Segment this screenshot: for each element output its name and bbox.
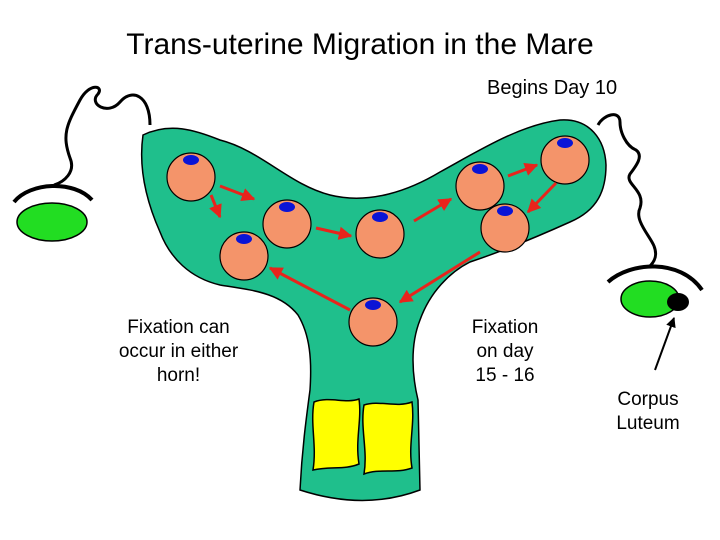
migration-arrow-1 <box>219 184 256 201</box>
migration-arrow-2 <box>209 194 222 219</box>
migration-arrow-4 <box>413 197 453 223</box>
note-middle-line-2: on day <box>476 341 534 362</box>
note-middle-line-1: Fixation <box>471 317 539 338</box>
migration-arrow-5 <box>507 162 539 178</box>
embryo-7 <box>480 203 530 253</box>
right-infundibulum <box>606 264 704 292</box>
note-left: Fixation can occur in either horn! <box>86 316 271 388</box>
right-oviduct <box>596 113 658 268</box>
note-middle: Fixation on day 15 - 16 <box>450 316 560 388</box>
diagram-title: Trans-uterine Migration in the Mare <box>126 28 594 61</box>
note-left-line-2: occur in either <box>118 341 239 362</box>
note-left-line-3: horn! <box>156 365 201 386</box>
migration-arrow-6 <box>526 181 558 214</box>
note-right: Corpus Luteum <box>598 388 698 436</box>
embryo-3 <box>262 199 312 249</box>
left-infundibulum <box>12 184 94 204</box>
left-ovary <box>16 202 88 242</box>
note-right-line-1: Corpus <box>617 389 679 410</box>
cervix-left <box>311 397 361 471</box>
embryo-5 <box>455 161 505 211</box>
diagram-subtitle: Begins Day 10 <box>487 77 618 99</box>
embryo-1 <box>166 152 216 202</box>
embryo-6 <box>540 135 590 185</box>
migration-arrow-3 <box>315 226 353 240</box>
embryo-2 <box>219 231 269 281</box>
migration-arrow-8 <box>268 266 351 312</box>
corpus-luteum-pointer <box>654 317 676 371</box>
migration-arrow-7 <box>398 250 481 304</box>
corpus-luteum <box>667 293 689 311</box>
note-middle-line-3: 15 - 16 <box>475 365 535 386</box>
embryo-8 <box>348 297 398 347</box>
embryo-4 <box>355 209 405 259</box>
note-left-line-1: Fixation can <box>127 317 230 338</box>
cervix-right <box>362 400 414 476</box>
note-right-line-2: Luteum <box>616 413 680 434</box>
left-oviduct <box>53 85 152 187</box>
